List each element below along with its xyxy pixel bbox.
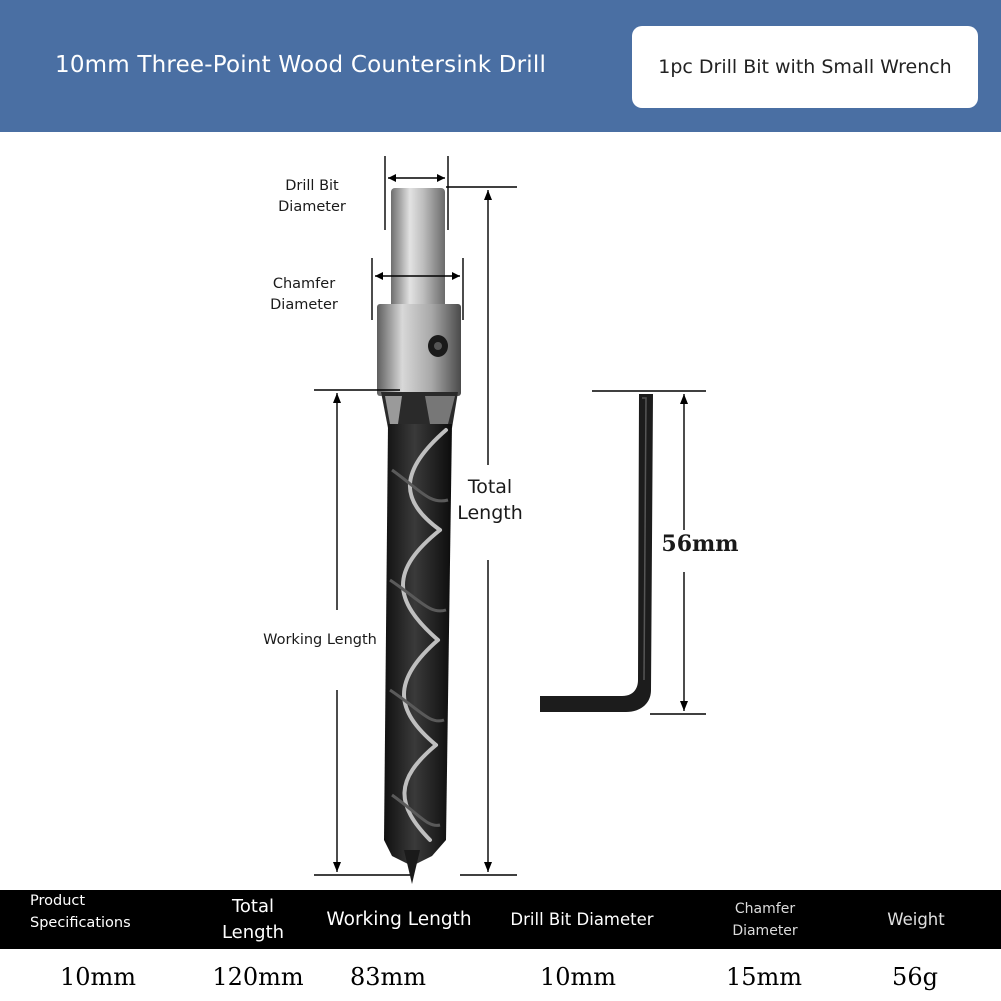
wrench-length-dimension: [592, 390, 706, 715]
drill-diagram-svg: [314, 156, 706, 884]
brad-point-tip: [404, 850, 420, 884]
countersink-collar: [377, 304, 461, 396]
package-badge-text: 1pc Drill Bit with Small Wrench: [658, 56, 952, 78]
spec-header-chamfer-diameter: Chamfer Diameter: [732, 900, 798, 939]
drill-shank: [391, 188, 445, 310]
spec-header-product: Product Specifications: [30, 893, 131, 931]
chamfer-diameter-label-line1: Chamfer: [272, 276, 336, 292]
spec-value-chamfer-diameter: 15mm: [725, 963, 803, 991]
spec-value-product: 10mm: [59, 963, 137, 991]
product-diagram: Drill Bit Diameter Chamfer Diameter Tota…: [0, 132, 1001, 890]
hex-wrench: [540, 394, 653, 712]
chamfer-diameter-label-line2: Diameter: [270, 297, 338, 313]
page-title: 10mm Three-Point Wood Countersink Drill: [55, 52, 547, 78]
chamfer-diameter-label: Chamfer Diameter: [254, 274, 354, 316]
drill-bit-diameter-label-line1: Drill Bit: [285, 178, 339, 194]
total-length-label-line2: Length: [457, 502, 523, 524]
total-length-dimension: [446, 186, 517, 876]
flute-shadows: [389, 468, 449, 827]
working-length-label: Working Length: [263, 632, 377, 648]
wrench-length-label: 56mm: [661, 531, 739, 557]
header-banner: 10mm Three-Point Wood Countersink Drill …: [0, 0, 1001, 132]
spec-table-values: 10mm 120mm 83mm 10mm 15mm 56g: [0, 949, 1001, 1001]
spec-value-working-length: 83mm: [349, 963, 427, 991]
spec-header-drill-bit-diameter: Drill Bit Diameter: [510, 910, 654, 929]
drill-bit-diameter-label: Drill Bit Diameter: [262, 176, 362, 218]
spec-header-weight: Weight: [887, 910, 945, 929]
spec-header-total-length: Total Length: [221, 895, 285, 943]
spec-value-drill-bit-diameter: 10mm: [539, 963, 617, 991]
spec-value-weight: 56g: [892, 963, 938, 991]
working-length-dimension: [314, 389, 410, 876]
spec-table-header: Product Specifications Total Length Work…: [0, 890, 1001, 949]
total-length-label-line1: Total: [467, 476, 513, 498]
chamfer-diameter-dimension: [371, 258, 464, 320]
spec-header-working-length: Working Length: [326, 909, 472, 930]
package-badge: 1pc Drill Bit with Small Wrench: [632, 26, 978, 108]
total-length-label: Total Length: [440, 474, 540, 526]
spec-value-total-length: 120mm: [212, 963, 304, 991]
drill-bit-diameter-dimension: [384, 156, 449, 230]
drill-bit-diameter-label-line2: Diameter: [278, 199, 346, 215]
